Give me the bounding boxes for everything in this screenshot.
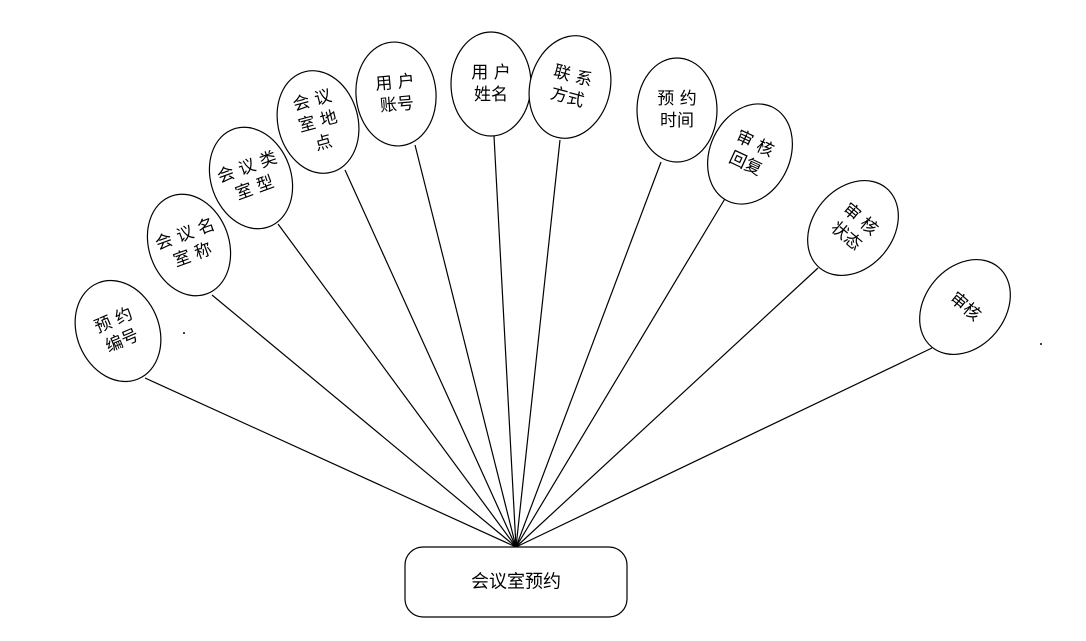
attribute-ellipse [807, 179, 899, 277]
attribute-ellipse [146, 193, 232, 297]
attribute-node: 用 户账号 [355, 41, 437, 147]
attribute-node: 审 核回复 [707, 103, 793, 205]
entity-rect [404, 546, 628, 618]
attribute-node: 用 户姓名 [450, 31, 532, 137]
attribute-ellipse [355, 41, 437, 147]
attribute-label: 用 户 [375, 71, 416, 94]
connector-line [515, 347, 933, 548]
attribute-ellipse [276, 70, 360, 174]
attribute-node: 会 议室 地点 [276, 70, 360, 174]
connector-line [211, 294, 517, 548]
attribute-ellipse [74, 279, 162, 383]
attribute-label: 预 约 [657, 89, 696, 109]
attribute-node: 审 核状态 [807, 179, 899, 277]
connector-line [515, 267, 819, 548]
connector-line [344, 169, 517, 548]
attribute-label: 用 户 [471, 63, 510, 83]
connector-line [515, 139, 561, 548]
stray-dot-right [1040, 343, 1042, 345]
connector-line [277, 223, 517, 548]
entity-label: 会议室预约 [471, 572, 561, 593]
attribute-ellipse [208, 126, 294, 230]
attribute-ellipse [919, 258, 1011, 356]
stray-dot-left [183, 332, 185, 334]
attribute-label: 账号 [379, 94, 415, 117]
attribute-ellipse [707, 103, 793, 205]
connector-line [144, 377, 517, 548]
attribute-node: 审核 [919, 258, 1011, 356]
attribute-node: 预 约时间 [636, 57, 718, 163]
connector-line [515, 196, 727, 548]
attribute-label: 时间 [660, 111, 694, 131]
attribute-ellipse [528, 35, 612, 139]
attribute-ellipse [636, 57, 718, 163]
attribute-node: 联 系方式 [528, 35, 612, 139]
connector-line [414, 144, 517, 548]
attribute-label: 点 [313, 131, 335, 155]
attribute-node: 会 议 名室 称 [146, 193, 232, 297]
attribute-ellipse [450, 31, 532, 137]
connector-lines [144, 135, 933, 548]
connector-line [515, 161, 662, 548]
attribute-node: 会 议 类室 型 [208, 126, 294, 230]
attribute-node: 预 约编号 [74, 279, 162, 383]
entity-box: 会议室预约 [404, 546, 628, 618]
connector-line [493, 135, 517, 548]
attribute-label: 姓名 [474, 85, 508, 105]
